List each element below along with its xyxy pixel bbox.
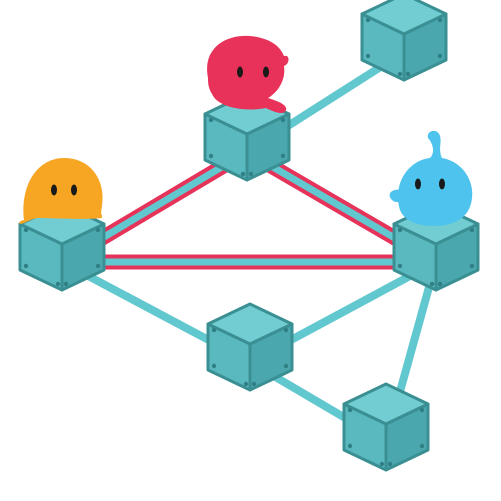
cube-node-g[interactable] [342, 382, 430, 472]
eye-icon [263, 66, 269, 78]
cube-node-f[interactable] [206, 302, 294, 392]
red-blob-character[interactable] [207, 35, 289, 114]
eye-icon [71, 184, 77, 196]
claimed-link-node-a-node-d[interactable] [57, 254, 441, 270]
eye-icon [51, 184, 57, 196]
blue-blob-character[interactable] [389, 130, 473, 226]
eye-icon [237, 66, 243, 78]
eye-icon [439, 178, 445, 190]
characters-layer [19, 35, 473, 226]
eye-icon [415, 178, 421, 190]
orange-blob-character[interactable] [19, 158, 103, 224]
cube-node-c[interactable] [360, 0, 448, 82]
